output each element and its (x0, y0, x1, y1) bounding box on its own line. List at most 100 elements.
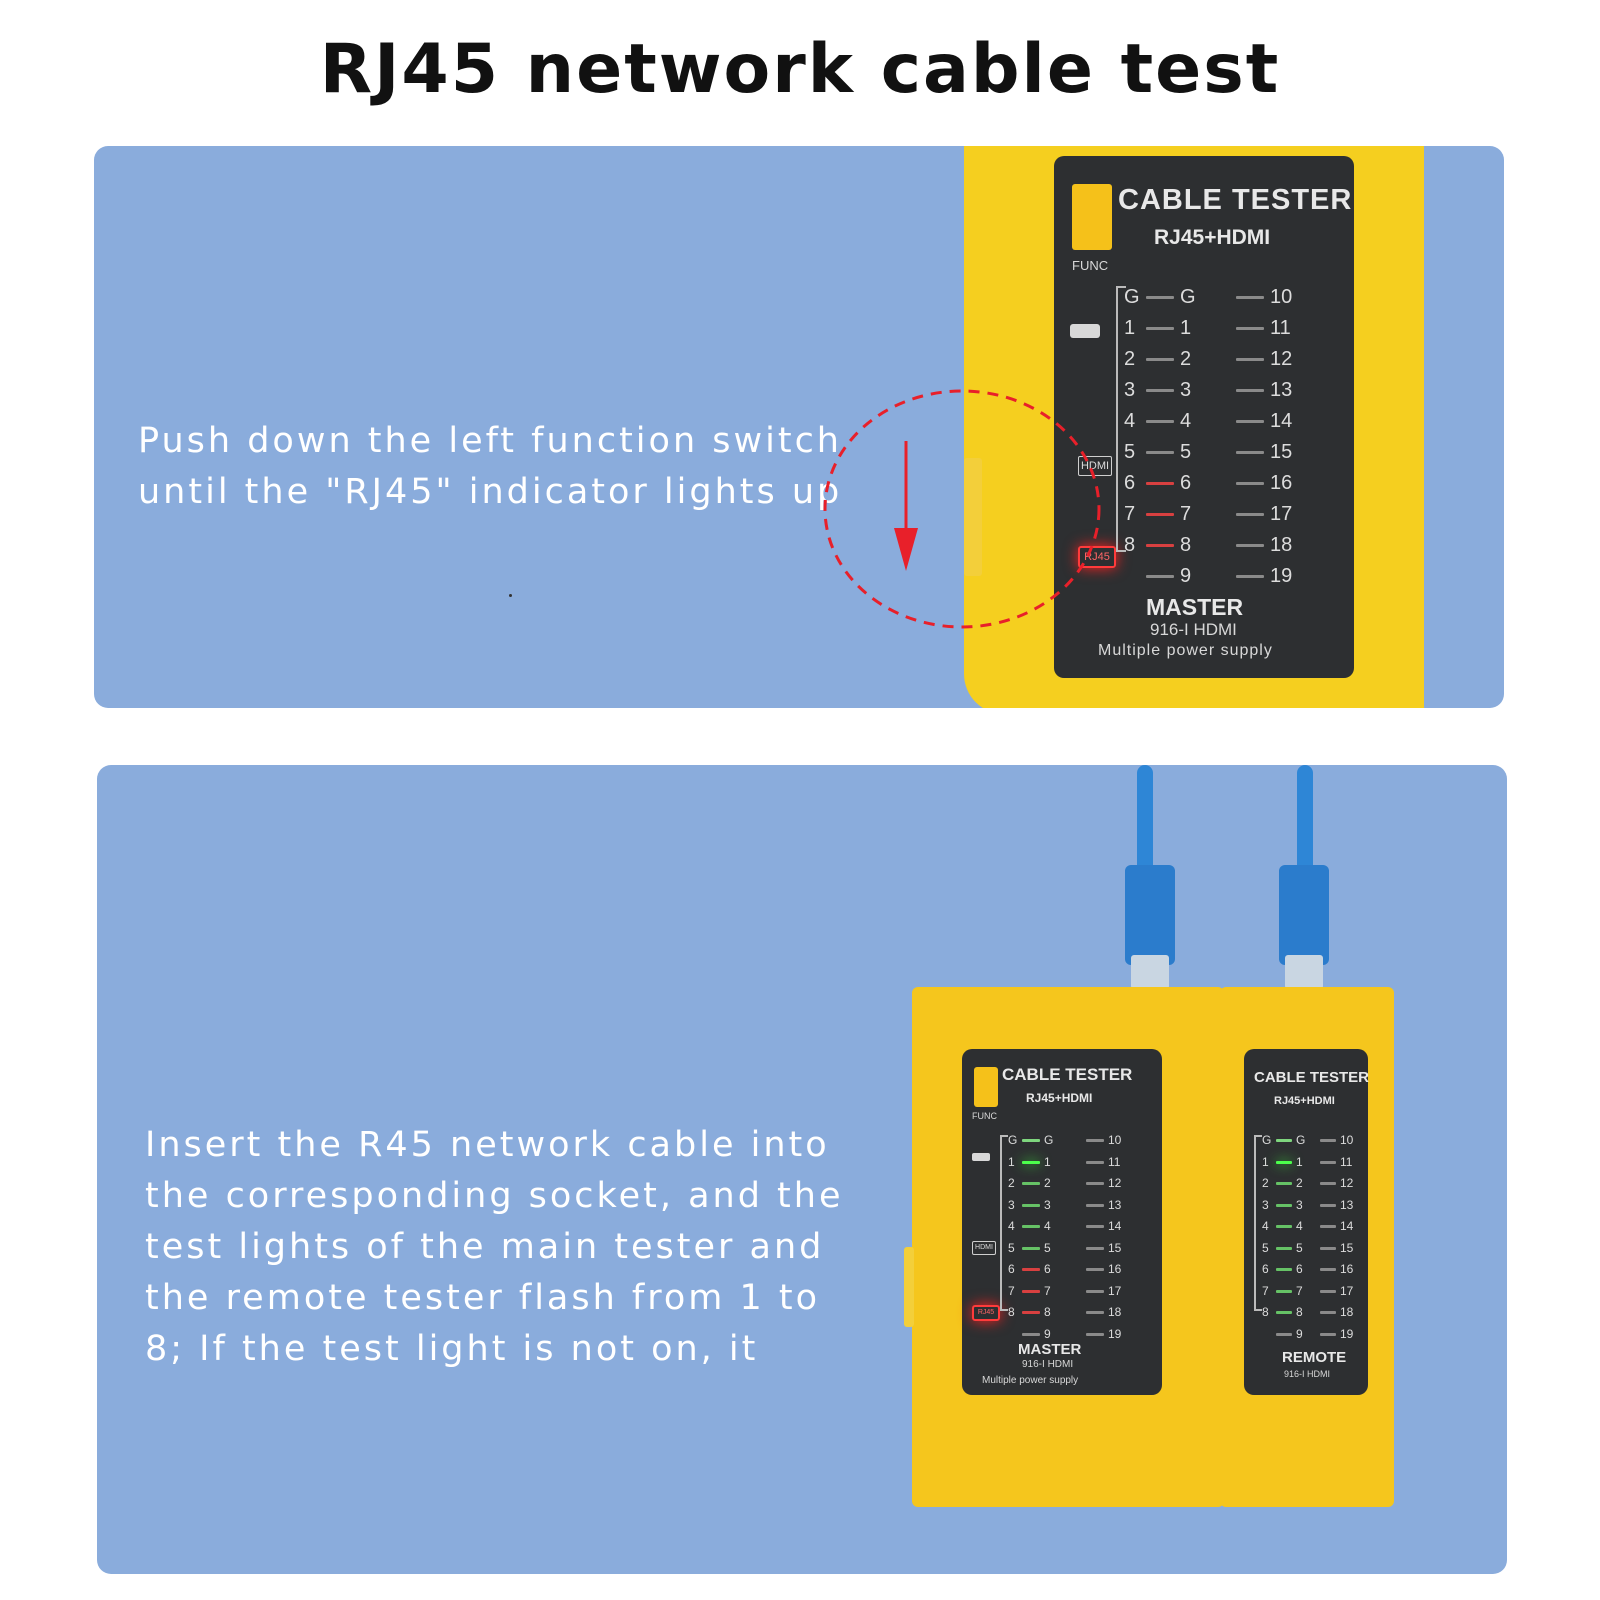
pin-row-right: 15 (1086, 1241, 1121, 1255)
pin-led (1022, 1332, 1040, 1336)
master-power: Multiple power supply (982, 1375, 1079, 1386)
func-label: FUNC (972, 1111, 997, 1121)
pin-label: 3 (1124, 379, 1136, 401)
pin-label: G (1262, 1133, 1272, 1147)
pin-label: 14 (1340, 1219, 1354, 1233)
pin-row-right: 12 (1320, 1176, 1353, 1190)
pin-label: G (1124, 286, 1140, 308)
brand-label: CABLE TESTER (1002, 1065, 1133, 1084)
pin-label: 14 (1108, 1219, 1122, 1233)
pin-row-right: 11 (1320, 1155, 1352, 1169)
pin-led (1022, 1311, 1040, 1315)
pin-row-right: 18 (1320, 1305, 1353, 1319)
network-cable-master (1137, 765, 1153, 885)
pin-led (1320, 1182, 1336, 1186)
master-model: 916-I HDMI (1150, 620, 1237, 639)
pin-led (1146, 575, 1174, 579)
pin-label: 4 (1008, 1219, 1015, 1233)
pin-row-right: 12 (1236, 348, 1292, 371)
page-title: RJ45 network cable test (319, 30, 1281, 109)
pin-led (1236, 327, 1264, 331)
rj45-plug-remote (1279, 865, 1329, 965)
brand-label: CABLE TESTER (1254, 1069, 1370, 1086)
pin-label: 7 (1262, 1283, 1269, 1298)
brand-label: CABLE TESTER (1118, 184, 1353, 216)
pin-row-right: 12 (1086, 1176, 1121, 1190)
pin-row-right: 18 (1236, 534, 1292, 557)
pin-led (1276, 1311, 1292, 1315)
model-line: RJ45+HDMI (1026, 1091, 1093, 1105)
pin-label: 3 (1262, 1197, 1269, 1212)
pin-led (1236, 358, 1264, 362)
step2-caption-line: 8; If the test light is not on, it (145, 1329, 759, 1369)
pin-led (1086, 1225, 1104, 1229)
pin-label: 19 (1270, 565, 1293, 587)
pin-led (1086, 1311, 1104, 1315)
pin-led (1022, 1246, 1040, 1250)
pin-led (1320, 1332, 1336, 1336)
step1-caption: Push down the left function switch until… (138, 416, 858, 518)
pin-row-right: 13 (1320, 1198, 1353, 1212)
pin-led (1276, 1182, 1292, 1186)
pin-label: 4 (1296, 1219, 1303, 1233)
pin-label: 6 (1008, 1262, 1015, 1276)
pin-row-right: 14 (1086, 1219, 1121, 1233)
model-line: RJ45+HDMI (1154, 226, 1271, 249)
pin-label: 3 (1044, 1197, 1051, 1212)
pin-row-left: 9 (1008, 1327, 1051, 1341)
pin-label: 8 (1044, 1305, 1051, 1319)
pin-led (1086, 1139, 1104, 1143)
pin-label: 8 (1124, 534, 1136, 556)
pin-label: 2 (1262, 1176, 1269, 1190)
func-button[interactable] (974, 1067, 998, 1107)
pin-label: 2 (1180, 348, 1192, 370)
pin-label: 6 (1124, 472, 1136, 494)
pin-label: G (1044, 1133, 1054, 1147)
pin-row-right: 19 (1320, 1327, 1353, 1341)
pin-led (1022, 1139, 1040, 1143)
step2-panel: Insert the R45 network cable into the co… (97, 765, 1507, 1574)
pin-label: 1 (1124, 317, 1136, 339)
pin-led (1086, 1160, 1104, 1164)
pin-label: 5 (1180, 441, 1192, 463)
pin-label: 16 (1108, 1262, 1122, 1276)
pin-label: 13 (1108, 1197, 1122, 1212)
step2-caption-line: Insert the R45 network cable into (145, 1125, 830, 1165)
pin-label: 13 (1270, 379, 1293, 401)
pin-label: 9 (1180, 565, 1192, 587)
remote-label: REMOTE (1282, 1349, 1347, 1366)
pin-row-right: 14 (1236, 410, 1292, 433)
function-switch[interactable] (964, 458, 982, 576)
pin-led (1320, 1268, 1336, 1272)
stray-dot (509, 594, 512, 597)
pin-led (1022, 1160, 1040, 1164)
pin-label: 6 (1180, 472, 1192, 494)
pin-led (1086, 1289, 1104, 1293)
pin-led (1146, 358, 1174, 362)
pin-row-right: 13 (1236, 379, 1292, 402)
pin-label: 18 (1340, 1305, 1354, 1319)
pin-label: 18 (1108, 1305, 1122, 1319)
rj45-plug-tip-master (1131, 955, 1169, 989)
function-switch[interactable] (904, 1247, 914, 1327)
pin-label: 2 (1044, 1176, 1051, 1190)
pin-label: 7 (1296, 1283, 1303, 1298)
func-button[interactable] (1072, 184, 1112, 250)
pin-label: 12 (1108, 1176, 1122, 1190)
pin-label: 5 (1262, 1240, 1269, 1255)
down-arrow-icon (894, 528, 918, 571)
pin-label: 15 (1108, 1240, 1122, 1255)
pin-label: 6 (1262, 1262, 1269, 1276)
step2-caption: Insert the R45 network cable into the co… (145, 1120, 845, 1375)
pin-row-right: 17 (1086, 1284, 1121, 1298)
pin-label: 5 (1008, 1240, 1015, 1255)
